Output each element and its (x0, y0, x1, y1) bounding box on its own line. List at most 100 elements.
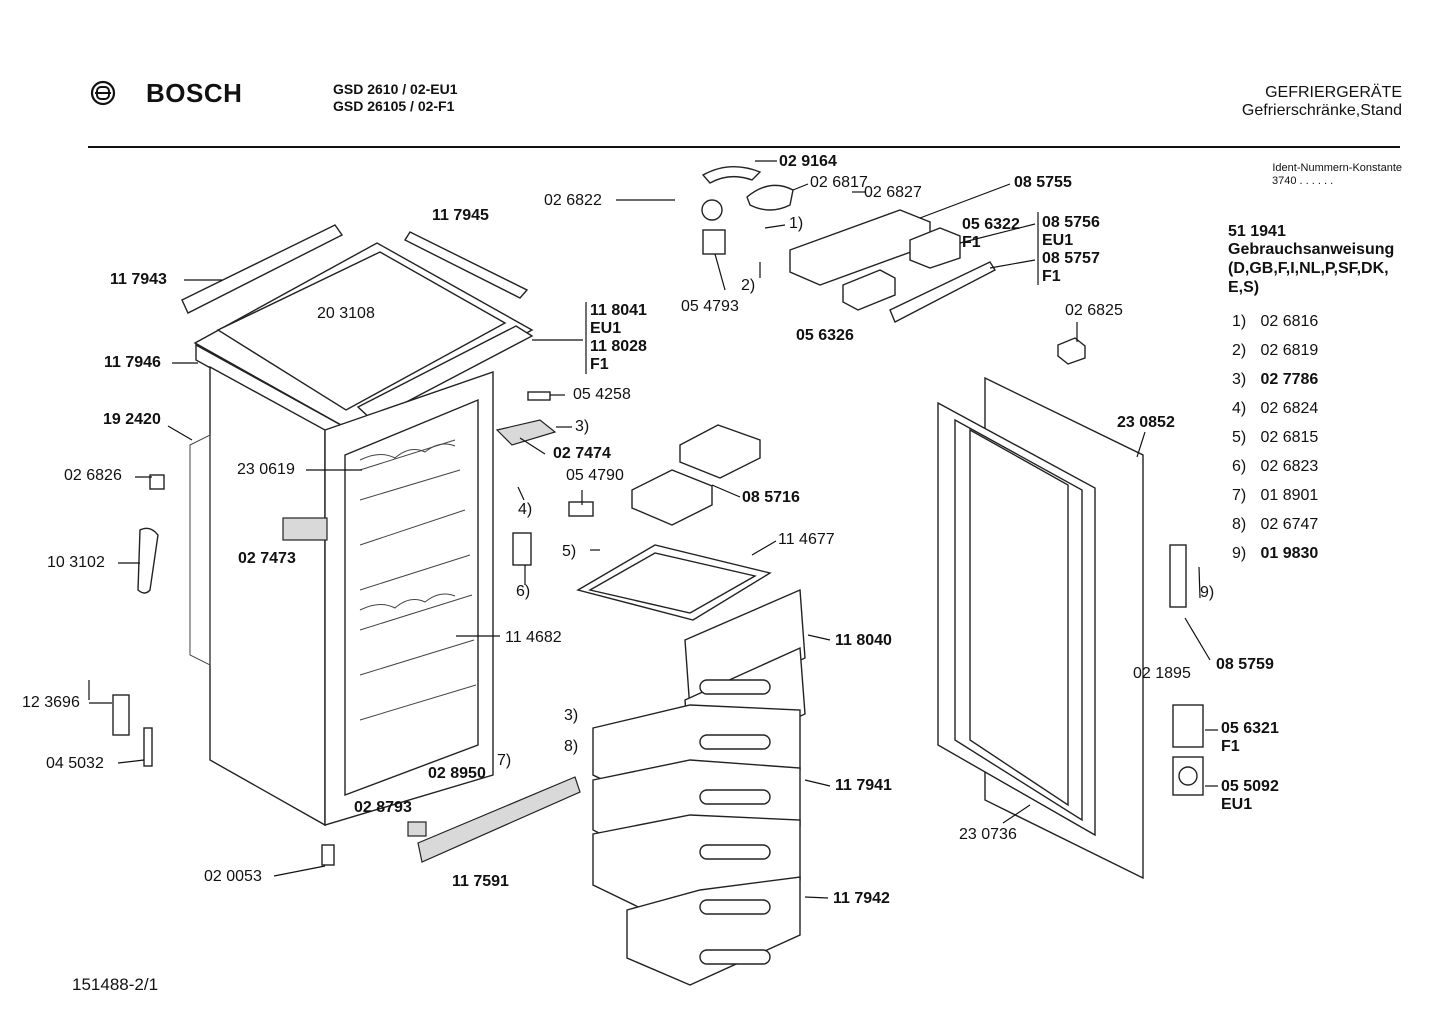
label-027474: 02 7474 (553, 445, 611, 462)
label-026822: 02 6822 (544, 192, 602, 209)
legend-key: 2) (1232, 342, 1247, 359)
label-key-3a: 3) (575, 418, 590, 435)
label-f1-c: F1 (590, 356, 609, 373)
label-118041: 11 8041 (590, 302, 647, 319)
legend-row: 9) 01 9830 (1232, 539, 1318, 568)
cold-pack-lower-part (631, 469, 713, 526)
legend-part-number: 02 6823 (1260, 458, 1319, 475)
label-085716: 08 5716 (742, 489, 800, 506)
legend-row: 6) 02 6823 (1232, 452, 1318, 481)
label-117942: 11 7942 (833, 890, 890, 907)
clip-02-6825-part (1057, 337, 1086, 365)
label-eu1-c: EU1 (1221, 796, 1253, 813)
leader-lines (88, 160, 1218, 899)
thermostat-12-3696-part (112, 694, 130, 736)
label-230619: 23 0619 (237, 461, 295, 478)
manual-languages-2: E,S) (1228, 279, 1260, 296)
label-key-3b: 3) (564, 707, 579, 724)
label-230736: 23 0736 (959, 826, 1017, 843)
legend-key: 9) (1232, 545, 1247, 562)
capillary-04-5032-part (143, 727, 153, 767)
label-021895: 02 1895 (1133, 665, 1191, 682)
bosch-logo-icon (90, 80, 116, 106)
hinge-02-7474-part (495, 419, 557, 446)
brand-name: BOSCH (146, 78, 243, 108)
label-203108: 20 3108 (317, 305, 375, 322)
legend-key: 8) (1232, 516, 1247, 533)
label-230852: 23 0852 (1117, 414, 1175, 431)
label-key-1: 1) (789, 215, 804, 232)
foot-02-0053-part (321, 844, 335, 866)
label-key-5: 5) (562, 543, 577, 560)
grille-11-7591-part (417, 776, 581, 863)
legend-row: 2) 02 6819 (1232, 336, 1318, 365)
legend-row: 1) 02 6816 (1232, 307, 1318, 336)
housing-08-5755-part (789, 209, 931, 286)
legend-key: 6) (1232, 458, 1247, 475)
label-026827: 02 6827 (864, 184, 922, 201)
ident-label: Ident-Nummern-Konstante (1272, 162, 1402, 174)
label-056321: 05 6321 (1221, 720, 1279, 737)
label-f1-b: F1 (1042, 268, 1061, 285)
legend-key: 7) (1232, 487, 1247, 504)
category-subtitle: Gefrierschränke,Stand (1241, 102, 1402, 119)
label-f1-a: F1 (962, 234, 981, 251)
label-045032: 04 5032 (46, 755, 104, 772)
manual-languages-1: (D,GB,F,I,NL,P,SF,DK, (1228, 260, 1389, 277)
legend-key: 4) (1232, 400, 1247, 417)
document-number: 151488-2/1 (72, 975, 159, 994)
legend-key: 5) (1232, 429, 1247, 446)
legend-part-number: 01 8901 (1260, 487, 1319, 504)
glass-shelf-inner (588, 552, 757, 614)
handle-02-7473-part (282, 517, 328, 541)
label-028793: 02 8793 (354, 799, 412, 816)
label-020053: 02 0053 (204, 868, 262, 885)
cabinet-body-part (189, 365, 494, 827)
hinge-02-6826-part (149, 474, 165, 490)
bracket-05-4258-part (527, 391, 551, 401)
label-117941: 11 7941 (835, 777, 892, 794)
legend-part-number: 02 6815 (1260, 429, 1319, 446)
label-117945: 11 7945 (432, 207, 489, 224)
label-054790: 05 4790 (566, 467, 624, 484)
label-192420: 19 2420 (103, 411, 161, 428)
label-027473: 02 7473 (238, 550, 296, 567)
spring-part (701, 199, 723, 221)
label-key-6: 6) (516, 583, 531, 600)
legend-key: 3) (1232, 371, 1247, 388)
manual-number: 51 1941 (1228, 223, 1286, 240)
part-6-holder (512, 532, 532, 566)
legend-row: 3) 02 7786 (1232, 365, 1318, 394)
label-117946: 11 7946 (104, 354, 161, 371)
label-056326: 05 6326 (796, 327, 854, 344)
label-118040: 11 8040 (835, 632, 892, 649)
drawers-part (592, 588, 806, 986)
switch-05-6326-part (842, 269, 896, 311)
pin-05-4790-part (568, 501, 594, 517)
category-title: GEFRIERGERÄTE (1265, 84, 1402, 101)
legend-part-number: 02 6824 (1260, 400, 1319, 417)
label-118028: 11 8028 (590, 338, 647, 355)
label-085756: 08 5756 (1042, 214, 1100, 231)
top-cover-part (193, 242, 534, 447)
legend-row: 4) 02 6824 (1232, 394, 1318, 423)
label-026825: 02 6825 (1065, 302, 1123, 319)
label-key-2: 2) (741, 277, 756, 294)
label-085757: 08 5757 (1042, 250, 1100, 267)
cover-02-9164-part (701, 166, 762, 184)
label-114682: 11 4682 (505, 629, 562, 646)
label-117591: 11 7591 (452, 873, 509, 890)
label-056322: 05 6322 (962, 216, 1020, 233)
label-key-8: 8) (564, 738, 579, 755)
label-123696: 12 3696 (22, 694, 80, 711)
lamp-05-6322-part (909, 227, 961, 269)
label-103102: 10 3102 (47, 554, 105, 571)
label-085759: 08 5759 (1216, 656, 1274, 673)
shelves-part (359, 439, 477, 721)
legend-part-number: 02 6747 (1260, 516, 1319, 533)
drain-hose-part (137, 527, 159, 594)
label-054258: 05 4258 (573, 386, 631, 403)
label-eu1-b: EU1 (590, 320, 622, 337)
